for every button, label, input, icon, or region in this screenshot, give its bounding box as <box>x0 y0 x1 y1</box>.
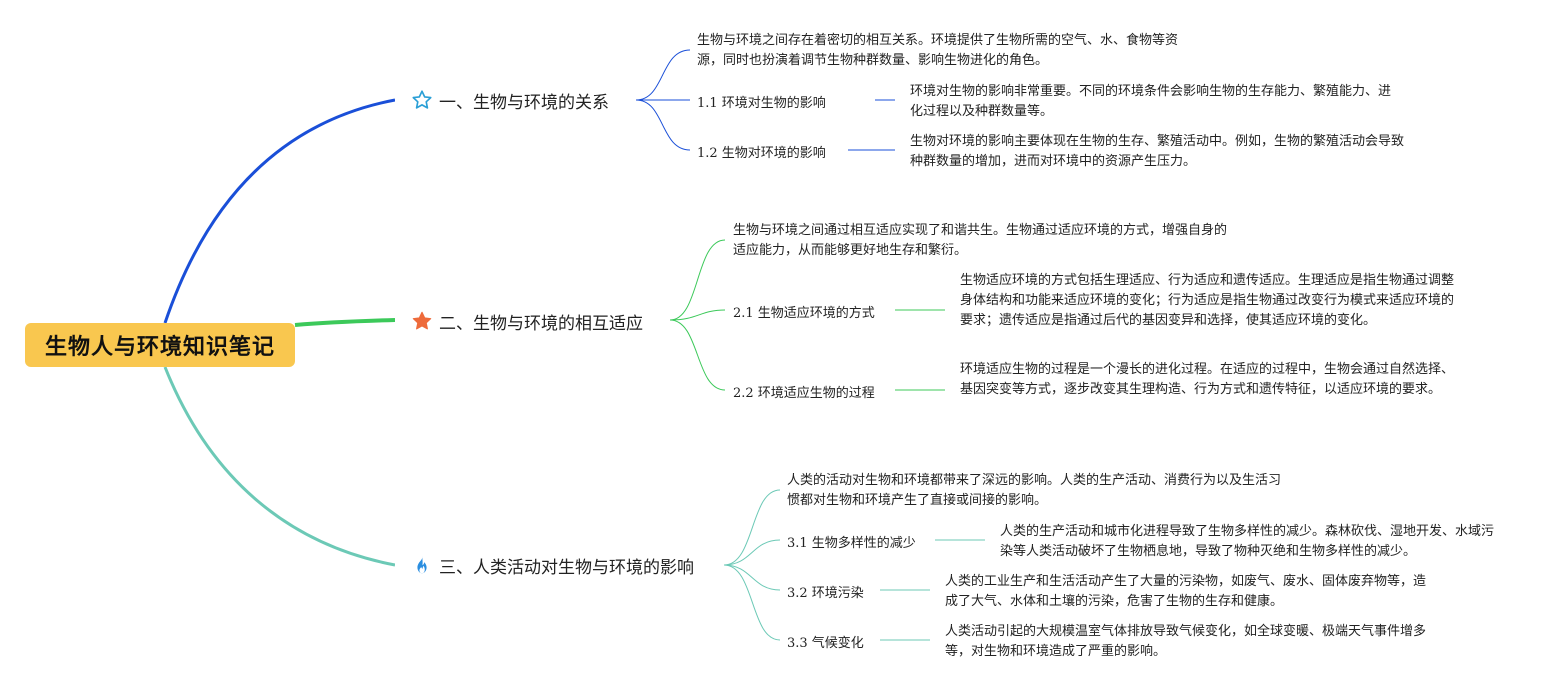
subtopic-1-2-detail[interactable]: 生物对环境的影响主要体现在生物的生存、繁殖活动中。例如，生物的繁殖活动会导致种群… <box>910 134 1405 169</box>
subtopic-1-1[interactable]: 1.1 环境对生物的影响 <box>697 96 826 111</box>
star-outline-icon <box>411 89 433 111</box>
link-b2-item1 <box>669 309 726 321</box>
subtopic-1-2[interactable]: 1.2 生物对环境的影响 <box>697 146 826 161</box>
link-b3-item3 <box>723 564 781 641</box>
subtopic-1-1-detail[interactable]: 环境对生物的影响非常重要。不同的环境条件会影响生物的生存能力、繁殖能力、进化过程… <box>910 84 1392 119</box>
branch-3-intro[interactable]: 人类的活动对生物和环境都带来了深远的影响。人类的生产活动、消费行为以及生活习惯都… <box>787 473 1282 508</box>
subtopic-3-3-detail[interactable]: 人类活动引起的大规模温室气体排放导致气候变化，如全球变暖、极端天气事件增多等，对… <box>945 624 1427 659</box>
branch-topic-3[interactable]: 三、人类活动对生物与环境的影响 <box>395 546 706 584</box>
link-root-branch-3 <box>163 366 396 567</box>
subtopic-3-1-detail[interactable]: 人类的生产活动和城市化进程导致了生物多样性的减少。森林砍伐、湿地开发、水域污染等… <box>1000 524 1495 559</box>
branch-topic-label: 二、生物与环境的相互适应 <box>439 313 643 334</box>
link-b3-item2 <box>723 564 781 591</box>
subtopic-2-2-detail[interactable]: 环境适应生物的过程是一个漫长的进化过程。在适应的过程中，生物会通过自然选择、基因… <box>960 362 1455 397</box>
link-b2-item2 <box>669 319 726 391</box>
branch-2-intro[interactable]: 生物与环境之间通过相互适应实现了和谐共生。生物通过适应环境的方式，增强自身的适应… <box>733 223 1228 258</box>
link-b1-intro <box>635 49 691 101</box>
fire-icon <box>411 554 433 576</box>
link-root-branch-2 <box>294 318 396 327</box>
branch-topic-2[interactable]: 二、生物与环境的相互适应 <box>395 302 655 340</box>
subtopic-2-1[interactable]: 2.1 生物适应环境的方式 <box>733 306 875 321</box>
subtopic-3-2-detail[interactable]: 人类的工业生产和生活活动产生了大量的污染物，如废气、废水、固体废弃物等，造成了大… <box>945 574 1427 609</box>
subtopic-3-1[interactable]: 3.1 生物多样性的减少 <box>787 536 916 551</box>
branch-topic-1[interactable]: 一、生物与环境的关系 <box>395 81 621 119</box>
subtopic-2-2[interactable]: 2.2 环境适应生物的过程 <box>733 386 875 401</box>
branch-1-intro[interactable]: 生物与环境之间存在着密切的相互关系。环境提供了生物所需的空气、水、食物等资源，同… <box>697 33 1179 68</box>
branch-topic-label: 三、人类活动对生物与环境的影响 <box>439 557 694 578</box>
subtopic-3-3[interactable]: 3.3 气候变化 <box>787 636 864 651</box>
subtopic-2-1-detail[interactable]: 生物适应环境的方式包括生理适应、行为适应和遗传适应。生理适应是指生物通过调整身体… <box>960 273 1455 328</box>
link-b1-item2 <box>635 99 691 151</box>
root-topic[interactable]: 生物人与环境知识笔记 <box>25 323 295 367</box>
star-filled-icon <box>411 310 433 332</box>
link-b3-intro <box>723 489 781 566</box>
link-b2-intro <box>669 239 726 321</box>
subtopic-3-2[interactable]: 3.2 环境污染 <box>787 586 864 601</box>
link-root-branch-1 <box>163 98 396 324</box>
branch-topic-label: 一、生物与环境的关系 <box>439 92 609 113</box>
link-b3-item1 <box>723 539 781 566</box>
